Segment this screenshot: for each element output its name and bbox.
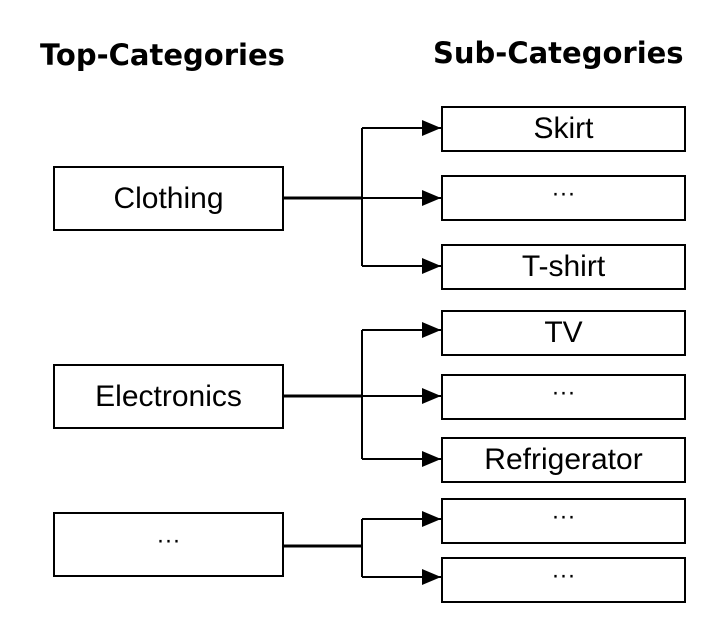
top-category-other: ···: [53, 512, 284, 577]
sub-category-electronics-more: ···: [441, 374, 686, 420]
top-categories-heading: Top-Categories: [40, 38, 285, 72]
top-category-clothing: Clothing: [53, 166, 284, 231]
top-category-electronics: Electronics: [53, 364, 284, 429]
sub-category-clothing-more: ···: [441, 175, 686, 221]
sub-category-refrigerator: Refrigerator: [441, 437, 686, 483]
sub-category-other-more-1: ···: [441, 498, 686, 544]
sub-category-skirt: Skirt: [441, 106, 686, 152]
sub-categories-heading: Sub-Categories: [433, 36, 684, 70]
sub-category-tv: TV: [441, 310, 686, 356]
sub-category-tshirt: T-shirt: [441, 244, 686, 290]
sub-category-other-more-2: ···: [441, 557, 686, 603]
